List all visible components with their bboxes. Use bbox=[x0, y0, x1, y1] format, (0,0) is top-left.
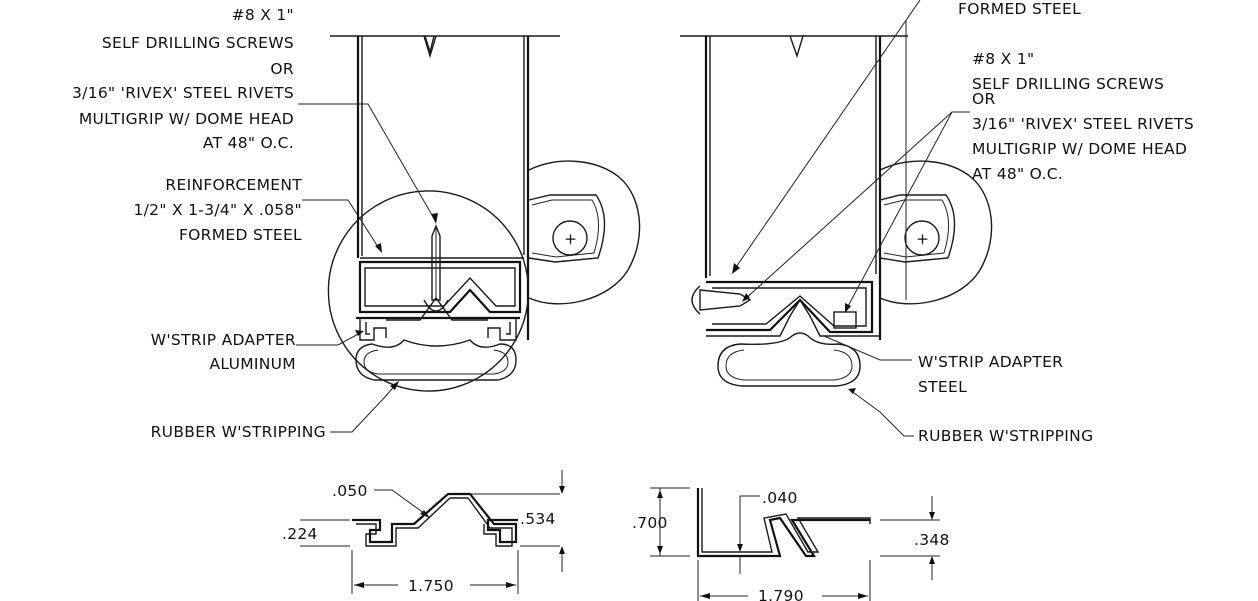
svg-text:3/16" 'RIVEX' STEEL RIVETS: 3/16" 'RIVEX' STEEL RIVETS bbox=[972, 115, 1194, 133]
steel-ridge-height-dim: .348 bbox=[914, 531, 950, 549]
svg-text:MULTIGRIP W/ DOME HEAD: MULTIGRIP W/ DOME HEAD bbox=[79, 110, 294, 128]
svg-text:1/2" X 1-3/4" X .058": 1/2" X 1-3/4" X .058" bbox=[134, 201, 303, 219]
left-adapter-note: W'STRIP ADAPTER ALUMINUM bbox=[151, 331, 296, 373]
steel-width-dim: 1.790 bbox=[758, 587, 804, 601]
right-adapter-note: W'STRIP ADAPTER STEEL bbox=[918, 353, 1063, 396]
aluminum-adapter-profile: .534 .224 .050 1.750 bbox=[282, 470, 565, 595]
right-formed-steel-note: FORMED STEEL bbox=[958, 0, 1081, 18]
aluminum-width-dim: 1.750 bbox=[408, 577, 454, 595]
aluminum-left-height-dim: .224 bbox=[282, 525, 318, 543]
svg-text:SELF DRILLING SCREWS: SELF DRILLING SCREWS bbox=[972, 75, 1164, 93]
svg-text:#8 X 1": #8 X 1" bbox=[232, 6, 294, 24]
svg-text:REINFORCEMENT: REINFORCEMENT bbox=[165, 176, 302, 194]
svg-text:#8 X 1": #8 X 1" bbox=[972, 50, 1034, 68]
svg-text:3/16" 'RIVEX' STEEL RIVETS: 3/16" 'RIVEX' STEEL RIVETS bbox=[72, 84, 294, 102]
svg-text:SELF DRILLING SCREWS: SELF DRILLING SCREWS bbox=[102, 34, 294, 52]
aluminum-thickness-dim: .050 bbox=[332, 482, 368, 500]
aluminum-total-height-dim: .534 bbox=[520, 510, 556, 528]
svg-text:OR: OR bbox=[270, 60, 294, 78]
left-roller-symbol: + bbox=[564, 230, 577, 248]
right-rubber-note: RUBBER W'STRIPPING bbox=[918, 427, 1093, 445]
svg-text:AT 48" O.C.: AT 48" O.C. bbox=[972, 165, 1063, 183]
steel-adapter-profile: .700 .040 .348 1.790 bbox=[632, 487, 950, 601]
left-detail: + #8 X 1" SELF DRILLING SCREWS OR bbox=[72, 6, 641, 441]
steel-thickness-dim: .040 bbox=[762, 489, 798, 507]
left-reinforcement-note: REINFORCEMENT 1/2" X 1-3/4" X .058" FORM… bbox=[134, 176, 303, 244]
svg-text:STEEL: STEEL bbox=[918, 378, 967, 396]
svg-text:ALUMINUM: ALUMINUM bbox=[210, 355, 296, 373]
svg-text:W'STRIP ADAPTER: W'STRIP ADAPTER bbox=[918, 353, 1063, 371]
left-rubber-note: RUBBER W'STRIPPING bbox=[151, 423, 326, 441]
svg-text:FORMED STEEL: FORMED STEEL bbox=[179, 226, 302, 244]
right-roller-symbol: + bbox=[916, 230, 929, 248]
svg-text:MULTIGRIP W/ DOME HEAD: MULTIGRIP W/ DOME HEAD bbox=[972, 140, 1187, 158]
right-detail: + FORMED STEEL #8 X 1" SELF DRILLING SCR… bbox=[680, 0, 1194, 445]
left-screw-note: #8 X 1" SELF DRILLING SCREWS OR 3/16" 'R… bbox=[72, 6, 294, 152]
steel-flange-height-dim: .700 bbox=[632, 514, 668, 532]
svg-text:W'STRIP ADAPTER: W'STRIP ADAPTER bbox=[151, 331, 296, 349]
svg-text:AT 48" O.C.: AT 48" O.C. bbox=[203, 134, 294, 152]
right-screw-note: #8 X 1" SELF DRILLING SCREWS OR 3/16" 'R… bbox=[972, 50, 1194, 183]
svg-text:OR: OR bbox=[972, 90, 996, 108]
